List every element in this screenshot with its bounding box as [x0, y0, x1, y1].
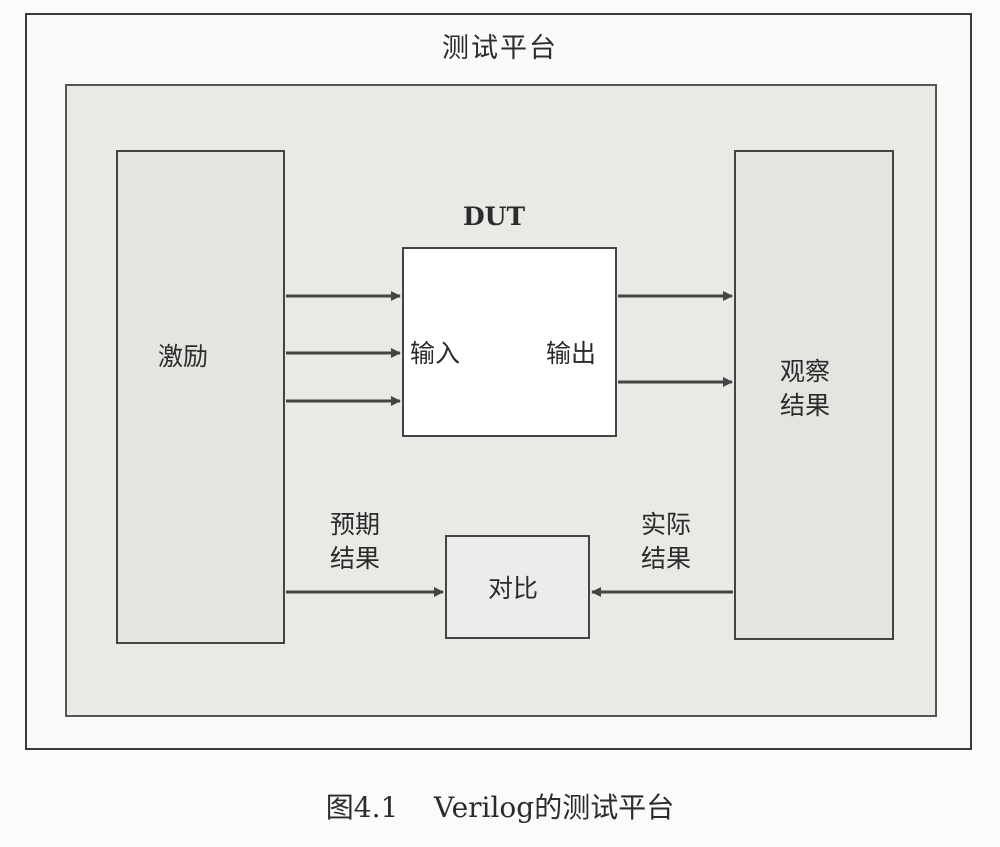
compare-label: 对比 — [488, 574, 539, 603]
dut-title: DUT — [463, 202, 526, 231]
stimulus-block — [116, 150, 285, 644]
platform-title: 测试平台 — [442, 33, 558, 64]
compare-block — [445, 535, 590, 639]
observe-results-label: 观察 结果 — [780, 357, 831, 420]
dut-input-label: 输入 — [410, 339, 461, 368]
expected-results-label: 预期 结果 — [330, 510, 381, 573]
dut-output-label: 输出 — [546, 339, 597, 368]
observe-results-block — [734, 150, 894, 640]
dut-block — [402, 247, 617, 437]
stimulus-label: 激励 — [158, 342, 209, 371]
figure-caption: 图4.1 Verilog的测试平台 — [325, 791, 675, 824]
actual-results-label: 实际 结果 — [641, 510, 692, 573]
